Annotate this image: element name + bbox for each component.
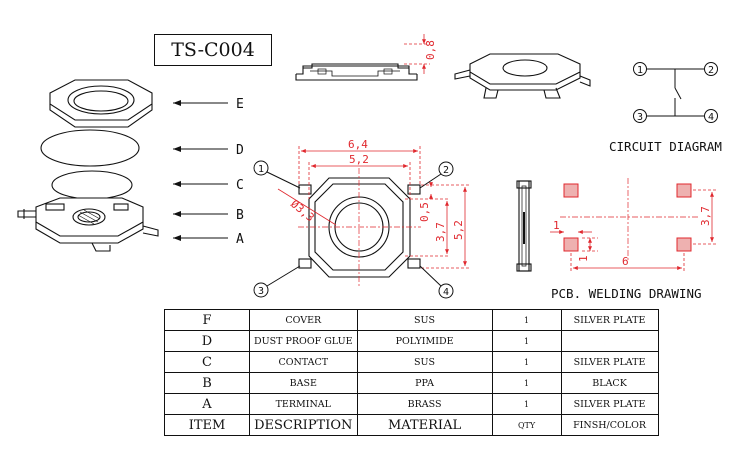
exploded-arrows [173,100,228,241]
table-header-row: ITEM DESCRIPTION MATERIAL QTY FINSH/COLO… [164,414,659,436]
top-view-pin-callouts [253,160,454,299]
table-row: B BASE PPA 1 BLACK [164,372,659,394]
qty-header: QTY [491,414,562,436]
item-cell: C [164,351,250,373]
qty-cell: 1 [491,309,562,331]
pin-label-4: 4 [443,287,449,298]
description-cell: DUST PROOF GLUE [249,330,358,352]
exploded-view [17,79,159,252]
top-view [298,177,421,278]
pad-pitch-x-value: 6 [622,255,629,268]
material-cell: SUS [356,309,493,331]
finish-cell: BLACK [560,372,659,394]
description-cell: BASE [249,372,358,394]
item-cell: A [164,393,250,415]
table-row: D DUST PROOF GLUE POLYIMIDE 1 [164,330,659,352]
circuit-pin-labels: 1 2 3 4 [637,65,714,123]
part-number: TS-C004 [171,39,255,61]
top-view-dimensions [277,146,470,269]
item-cell: F [164,309,250,331]
contact-part [51,170,133,200]
description-header: DESCRIPTION [249,414,358,436]
description-cell: CONTACT [249,351,358,373]
pad-pitch-y-value: 3,7 [699,206,712,226]
description-cell: TERMINAL [249,393,358,415]
pad-width-value: 1 [553,219,560,232]
overall-height-value: 5,2 [452,220,465,240]
label-d: D [236,143,244,158]
height-dimension [404,34,430,74]
part-number-box: TS-C004 [154,34,272,66]
material-cell: SUS [356,351,493,373]
height-value: 0,8 [424,40,437,60]
finish-cell: SILVER PLATE [560,393,659,415]
pin-label-2: 2 [443,165,449,176]
finish-header: FINSH/COLOR [560,414,659,436]
pad-height-value: 1 [577,255,590,262]
material-cell: PPA [356,372,493,394]
stem-value: 0,5 [418,202,431,222]
terminal-part [17,209,159,252]
inner-height-value: 3,7 [434,222,447,242]
item-cell: D [164,330,250,352]
pcb-welding-drawing: 1 1 6 3,7 [550,178,716,272]
isometric-view [454,53,591,99]
qty-cell: 1 [491,330,562,352]
qty-cell: 1 [491,393,562,415]
circuit-diagram-title: CIRCUIT DIAGRAM [609,139,722,154]
actuator-dia-value: Ø3,3 [288,197,317,224]
finish-cell: SILVER PLATE [560,309,659,331]
pin-label-1: 1 [258,164,264,175]
overall-width-value: 6,4 [348,138,368,151]
qty-cell: 1 [491,351,562,373]
pin-label-3: 3 [258,286,264,297]
solder-pads [563,183,692,252]
base-part [35,197,144,244]
table-row: C CONTACT SUS 1 SILVER PLATE [164,351,659,373]
label-c: C [236,178,244,193]
table-row: A TERMINAL BRASS 1 SILVER PLATE [164,393,659,415]
material-cell: POLYIMIDE [356,330,493,352]
inner-width-value: 5,2 [349,153,369,166]
label-b: B [236,208,244,223]
bill-of-materials-table: F COVER SUS 1 SILVER PLATE D DUST PROOF … [164,309,659,436]
exploded-labels: E D C B A [236,97,244,247]
finish-cell [560,330,659,352]
circuit-pin-3: 3 [637,112,643,123]
material-header: MATERIAL [356,414,493,436]
qty-cell: 1 [491,372,562,394]
circuit-pin-2: 2 [708,65,714,76]
label-a: A [236,232,244,247]
pcb-dimension-values: 1 1 6 3,7 [553,206,712,268]
circuit-pin-1: 1 [637,65,643,76]
top-view-pin-labels: 1 2 3 4 [258,164,449,298]
item-cell: B [164,372,250,394]
side-view [295,63,418,81]
label-e: E [236,97,244,112]
pcb-drawing-title: PCB. WELDING DRAWING [551,286,702,301]
cover-part [49,79,153,128]
dust-proof-glue-part [40,129,140,167]
circuit-diagram [633,62,718,123]
table-row: F COVER SUS 1 SILVER PLATE [164,309,659,331]
item-header: ITEM [164,414,250,436]
side-profile-view [516,180,532,272]
top-view-centerlines [298,168,421,286]
material-cell: BRASS [356,393,493,415]
circuit-pin-4: 4 [708,112,714,123]
finish-cell: SILVER PLATE [560,351,659,373]
description-cell: COVER [249,309,358,331]
